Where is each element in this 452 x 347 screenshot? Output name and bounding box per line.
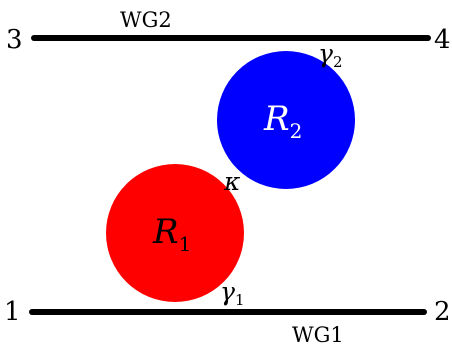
kappa-label: κ: [223, 167, 241, 196]
ring-2: [217, 51, 355, 189]
port-1-label: 1: [4, 297, 21, 327]
top-waveguide-group: WG2 3 4: [6, 8, 451, 55]
bottom-waveguide-label: WG1: [292, 323, 344, 347]
ring-1-label: R1: [152, 212, 191, 256]
ring-2-group: R2: [217, 51, 355, 189]
top-waveguide-label: WG2: [120, 8, 172, 32]
port-2-label: 2: [434, 297, 451, 327]
gamma-2-label: γ2: [318, 39, 343, 71]
port-4-label: 4: [434, 25, 451, 55]
gamma-1-label: γ1: [220, 277, 245, 309]
ring-1: [106, 164, 244, 302]
port-3-label: 3: [6, 25, 23, 55]
bottom-waveguide-group: WG1 1 2: [4, 297, 451, 347]
ring-2-label: R2: [263, 99, 302, 143]
ring-1-group: R1: [106, 164, 244, 302]
